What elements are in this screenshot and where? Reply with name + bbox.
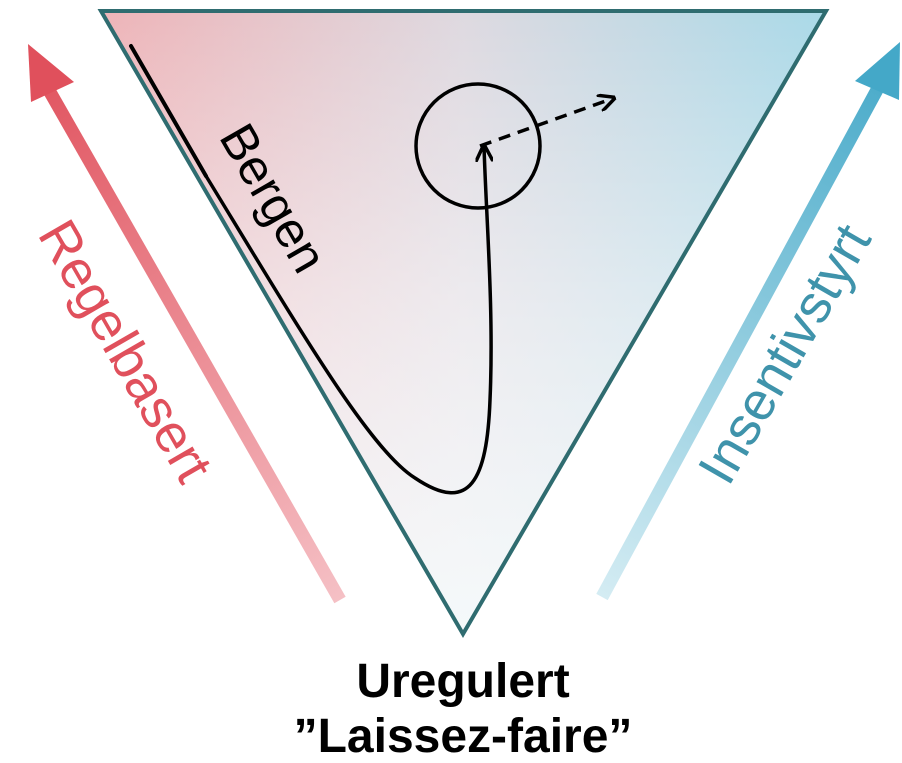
triangle <box>97 9 830 638</box>
bottom-label-line2: ”Laissez-faire” <box>294 710 633 763</box>
direction-dashed-arrow <box>479 98 614 148</box>
target-circle <box>414 82 542 210</box>
bottom-label-line1: Uregulert <box>356 655 569 708</box>
trajectory-curve <box>204 146 491 495</box>
regelbasert-arrow <box>28 44 346 604</box>
insentivstyrt-arrow <box>596 42 900 601</box>
bergen-boundary-line <box>129 44 208 178</box>
